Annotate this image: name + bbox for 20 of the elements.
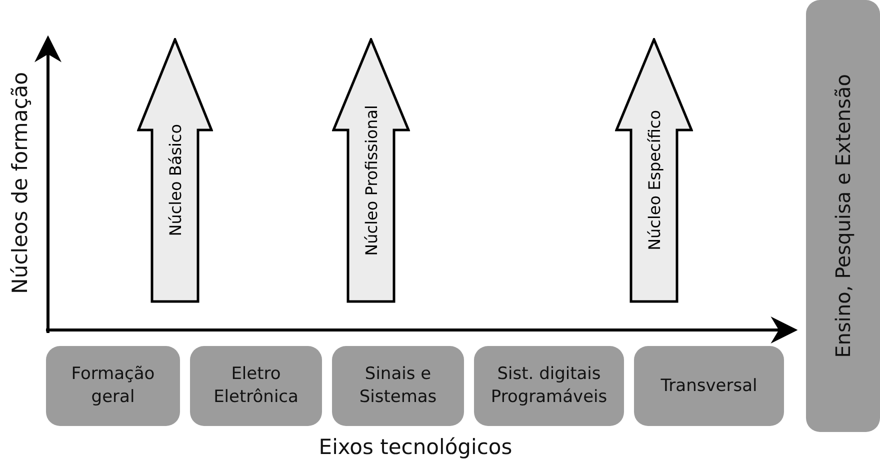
box-text: Sist. digitais Programáveis (490, 363, 608, 409)
axis-title: Eixos tecnológicos (318, 435, 512, 459)
rounded-box (46, 346, 180, 426)
up-arrow (137, 38, 213, 303)
arrow-text: Núcleo Específico (644, 110, 664, 251)
rounded-box (634, 346, 784, 426)
arrow-text: Núcleo Profissional (362, 105, 380, 256)
up-arrow (615, 38, 693, 303)
up-arrow (332, 38, 410, 303)
axis-title: Núcleos de formação (8, 72, 32, 294)
arrow-text: Núcleo Básico (166, 124, 184, 237)
rounded-box (332, 346, 464, 426)
vertical-panel (806, 0, 880, 432)
box-text: Eletro Eletrônica (212, 363, 300, 409)
box-text: Formação geral (70, 363, 156, 409)
box-text: Transversal (660, 374, 758, 398)
rounded-box (474, 346, 624, 426)
box-text: Sinais e Sistemas (358, 363, 438, 409)
panel-text: Ensino, Pesquisa e Extensão (830, 74, 856, 358)
rounded-box (190, 346, 322, 426)
